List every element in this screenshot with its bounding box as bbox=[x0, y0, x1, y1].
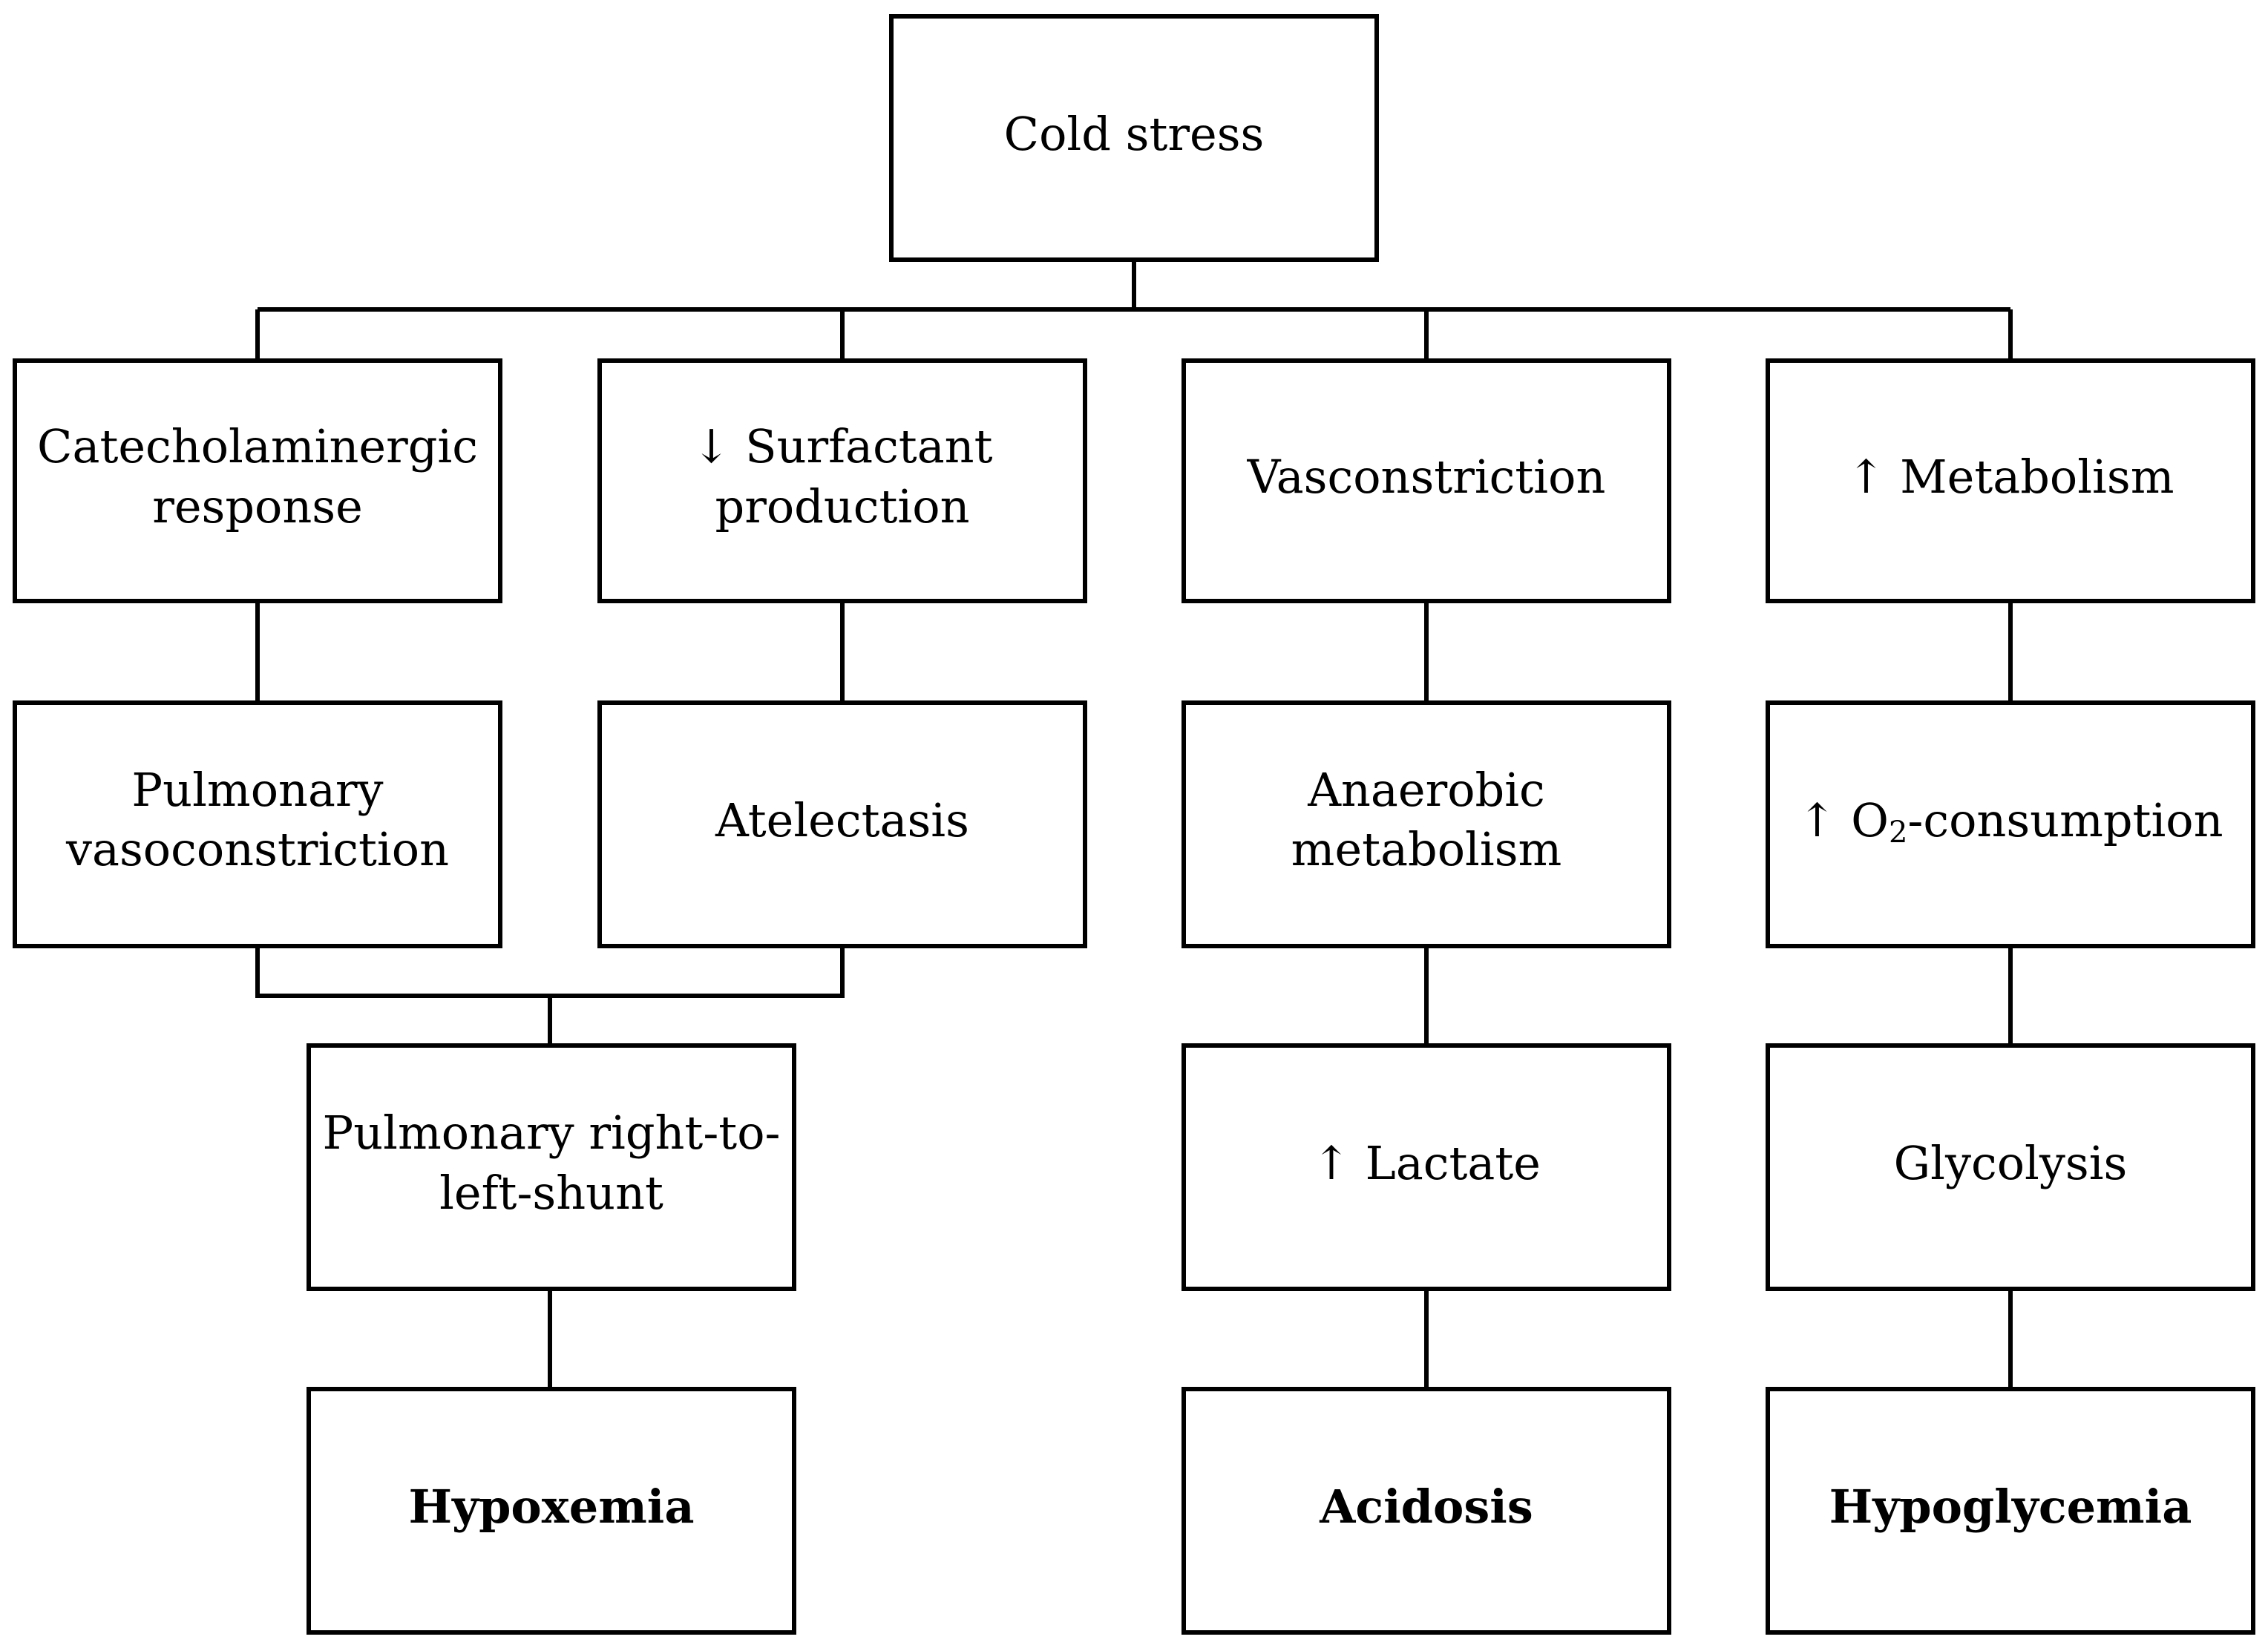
anaerobic-label-line1: Anaerobic bbox=[1307, 763, 1545, 817]
box-o2-consumption: ↑ O2-consumption bbox=[1766, 700, 2255, 948]
box-surfactant-production: ↓ Surfactant production bbox=[597, 358, 1087, 603]
anaerobic-label-line2: metabolism bbox=[1291, 822, 1562, 876]
box-catecholaminergic-response: Catecholaminergic response bbox=[13, 358, 502, 603]
box-cold-stress: Cold stress bbox=[889, 14, 1379, 262]
o2-subscript: 2 bbox=[1889, 815, 1907, 850]
box-right-to-left-shunt: Pulmonary right-to- left-shunt bbox=[307, 1043, 796, 1291]
shunt-label-line1: Pulmonary right-to- bbox=[322, 1106, 780, 1160]
box-hypoxemia: Hypoxemia bbox=[307, 1387, 796, 1635]
hypoglycemia-label: Hypoglycemia bbox=[1829, 1480, 2192, 1534]
cold-stress-label: Cold stress bbox=[1004, 107, 1265, 161]
box-acidosis: Acidosis bbox=[1181, 1387, 1671, 1635]
pulmonary-vasoconstriction-label-line1: Pulmonary bbox=[131, 763, 383, 817]
box-lactate: ↑ Lactate bbox=[1181, 1043, 1671, 1291]
acidosis-label: Acidosis bbox=[1319, 1480, 1533, 1534]
o2-consumption-prefix: ↑ O bbox=[1797, 793, 1889, 847]
hypoxemia-label: Hypoxemia bbox=[408, 1480, 694, 1534]
pulmonary-vasoconstriction-label-line2: vasoconstriction bbox=[65, 822, 449, 876]
lactate-label: ↑ Lactate bbox=[1312, 1136, 1541, 1190]
catecholaminergic-label-line2: response bbox=[152, 479, 363, 534]
surfactant-label-line2: production bbox=[715, 479, 970, 534]
connector-merge-to-shunt bbox=[255, 946, 845, 998]
box-glycolysis: Glycolysis bbox=[1766, 1043, 2255, 1291]
box-vasoconstriction: Vasconstriction bbox=[1181, 358, 1671, 603]
vasoconstriction-label: Vasconstriction bbox=[1247, 450, 1606, 504]
catecholaminergic-label-line1: Catecholaminergic bbox=[37, 419, 478, 473]
shunt-label-line2: left-shunt bbox=[439, 1166, 663, 1220]
o2-consumption-label: ↑ O2-consumption bbox=[1797, 793, 2223, 850]
surfactant-label-line1: ↓ Surfactant bbox=[692, 419, 992, 473]
metabolism-label: ↑ Metabolism bbox=[1847, 450, 2174, 504]
box-anaerobic-metabolism: Anaerobic metabolism bbox=[1181, 700, 1671, 948]
box-metabolism: ↑ Metabolism bbox=[1766, 358, 2255, 603]
box-atelectasis: Atelectasis bbox=[597, 700, 1087, 948]
connectors bbox=[255, 260, 2013, 1389]
box-hypoglycemia: Hypoglycemia bbox=[1766, 1387, 2255, 1635]
atelectasis-label: Atelectasis bbox=[715, 793, 969, 847]
o2-consumption-suffix: -consumption bbox=[1907, 793, 2223, 847]
box-pulmonary-vasoconstriction: Pulmonary vasoconstriction bbox=[13, 700, 502, 948]
glycolysis-label: Glycolysis bbox=[1894, 1136, 2128, 1190]
